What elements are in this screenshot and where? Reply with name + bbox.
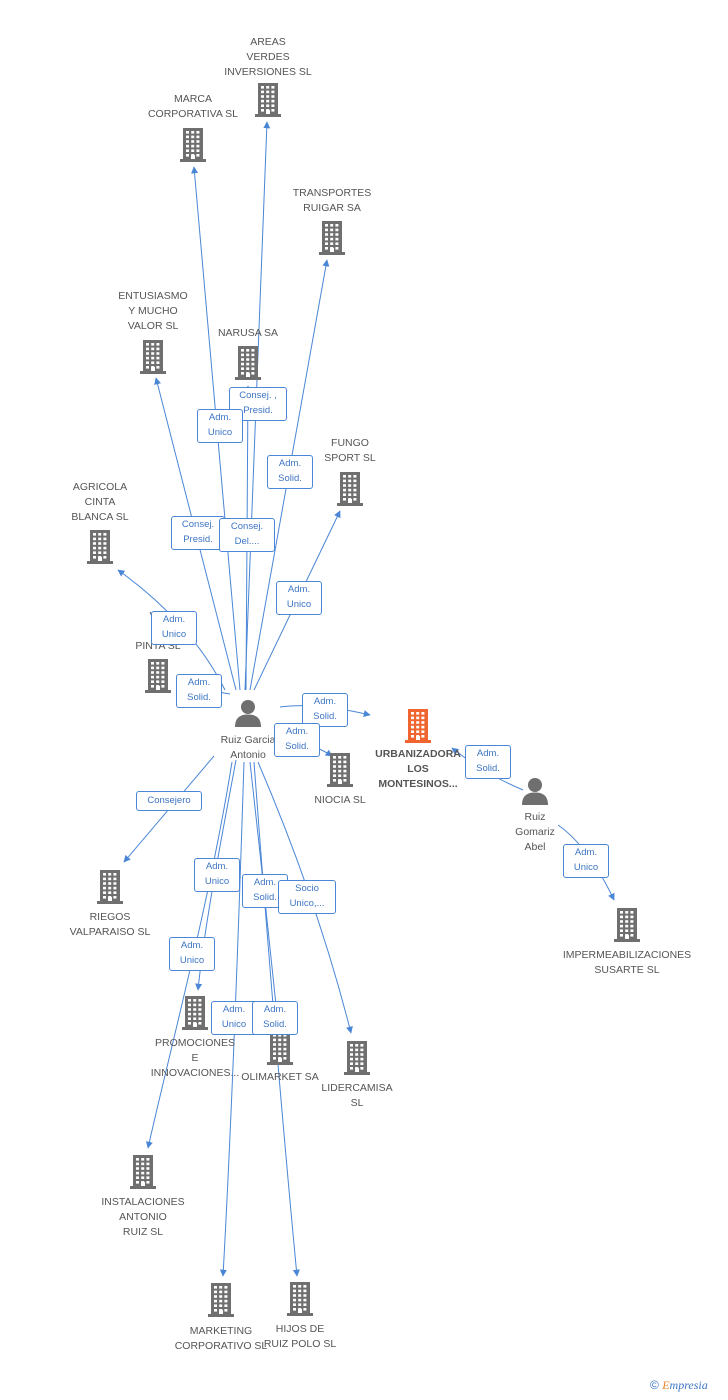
building-icon-olimarket[interactable] <box>267 1031 293 1070</box>
building-icon-narusa[interactable] <box>235 346 261 385</box>
node-label-text: LIDERCAMISA SL <box>321 1082 393 1109</box>
node-label-text: PROMOCIONES E INNOVACIONES... <box>150 1037 240 1079</box>
node-label-narusa[interactable]: NARUSA SA <box>178 326 318 341</box>
building-icon-marketing[interactable] <box>208 1283 234 1322</box>
relation-label-promociones[interactable]: Adm. Unico <box>194 858 240 892</box>
node-label-hijos[interactable]: HIJOS DE RUIZ POLO SL <box>230 1322 370 1352</box>
node-label-text: OLIMARKET SA <box>241 1071 319 1083</box>
person-icon <box>235 700 261 727</box>
node-label-riegos[interactable]: RIEGOS VALPARAISO SL <box>40 910 180 940</box>
node-label-urbanizadora[interactable]: URBANIZADORA LOS MONTESINOS... <box>348 747 488 792</box>
relation-label-marketing[interactable]: Adm. Unico <box>211 1001 257 1035</box>
building-icon-viva[interactable] <box>145 659 171 698</box>
person-icon-ruizgomariz[interactable] <box>521 777 549 810</box>
building-icon-hijos[interactable] <box>287 1282 313 1321</box>
building-icon <box>337 472 363 506</box>
building-icon-transportes[interactable] <box>319 221 345 260</box>
building-icon <box>327 753 353 787</box>
building-icon-fungo[interactable] <box>337 472 363 511</box>
building-icon-lidercamisa[interactable] <box>344 1041 370 1080</box>
node-label-text: ENTUSIASMO Y MUCHO VALOR SL <box>118 290 188 332</box>
building-icon-marca[interactable] <box>180 128 206 167</box>
building-icon-promociones[interactable] <box>182 996 208 1035</box>
building-icon <box>344 1041 370 1075</box>
node-label-text: Ruiz Gomariz Abel <box>515 811 555 853</box>
relation-label-fungo[interactable]: Adm. Unico <box>276 581 322 615</box>
node-label-promociones[interactable]: PROMOCIONES E INNOVACIONES... <box>125 1036 265 1081</box>
building-icon <box>614 908 640 942</box>
building-icon <box>97 870 123 904</box>
node-label-fungo[interactable]: FUNGO SPORT SL <box>280 436 420 466</box>
node-label-text: INSTALACIONES ANTONIO RUIZ SL <box>101 1196 185 1238</box>
node-label-text: Ruiz Garcia Antonio <box>220 734 276 761</box>
empresia-logo: Empresia <box>662 1378 708 1392</box>
person-icon <box>522 778 548 805</box>
building-icon-agricola[interactable] <box>87 530 113 569</box>
node-label-text: IMPERMEABILIZACIONES SUSARTE SL <box>562 949 692 976</box>
building-icon <box>255 83 281 117</box>
relation-label-riegos[interactable]: Consejero <box>136 791 202 811</box>
relation-label-lidercamisa[interactable]: Socio Unico,... <box>278 880 336 914</box>
building-icon <box>140 340 166 374</box>
building-icon <box>287 1282 313 1316</box>
relation-label-imper[interactable]: Adm. Unico <box>563 844 609 878</box>
building-icon-riegos[interactable] <box>97 870 123 909</box>
building-icon-imper[interactable] <box>614 908 640 947</box>
node-label-entusiasmo[interactable]: ENTUSIASMO Y MUCHO VALOR SL <box>83 289 223 334</box>
node-label-text: MARCA CORPORATIVA SL <box>147 93 239 120</box>
relation-label-transportes[interactable]: Adm. Solid. <box>267 455 313 489</box>
node-label-text: AREAS VERDES INVERSIONES SL <box>224 36 312 78</box>
building-icon <box>182 996 208 1030</box>
node-label-text: MARKETING CORPORATIVO SL <box>174 1325 268 1352</box>
node-label-text: URBANIZADORA LOS MONTESINOS... <box>375 748 461 790</box>
building-icon <box>130 1155 156 1189</box>
building-icon <box>267 1031 293 1065</box>
node-label-marketing[interactable]: MARKETING CORPORATIVO SL <box>151 1324 291 1354</box>
relation-label-instalaciones[interactable]: Adm. Unico <box>169 937 215 971</box>
node-label-marca[interactable]: MARCA CORPORATIVA SL <box>123 92 263 122</box>
node-label-imper[interactable]: IMPERMEABILIZACIONES SUSARTE SL <box>557 948 697 978</box>
node-label-text: TRANSPORTES RUIGAR SA <box>292 187 372 214</box>
copyright-symbol: © <box>650 1378 659 1392</box>
node-label-text: NARUSA SA <box>217 327 279 339</box>
relation-label-hijos[interactable]: Adm. Solid. <box>252 1001 298 1035</box>
relation-label-niocia[interactable]: Adm. Solid. <box>274 723 320 757</box>
building-icon-entusiasmo[interactable] <box>140 340 166 379</box>
building-icon <box>208 1283 234 1317</box>
building-icon <box>145 659 171 693</box>
relation-label-viva[interactable]: Adm. Solid. <box>176 674 222 708</box>
building-icon <box>235 346 261 380</box>
building-icon <box>319 221 345 255</box>
edge-ruizgarcia-to-marketing <box>219 761 245 1277</box>
node-label-instalaciones[interactable]: INSTALACIONES ANTONIO RUIZ SL <box>73 1195 213 1240</box>
person-icon-ruizgarcia[interactable] <box>234 699 262 732</box>
node-label-text: RIEGOS VALPARAISO SL <box>69 911 151 938</box>
relation-label-agricola[interactable]: Adm. Unico <box>151 611 197 645</box>
building-icon <box>87 530 113 564</box>
node-label-transportes[interactable]: TRANSPORTES RUIGAR SA <box>262 186 402 216</box>
node-label-ruizgarcia[interactable]: Ruiz Garcia Antonio <box>178 733 318 763</box>
node-label-ruizgomariz[interactable]: Ruiz Gomariz Abel <box>465 810 605 855</box>
relation-label-urbanizadora[interactable]: Adm. Solid. <box>465 745 511 779</box>
building-icon-urbanizadora[interactable] <box>405 709 431 748</box>
node-label-areas[interactable]: AREAS VERDES INVERSIONES SL <box>198 35 338 80</box>
building-icon <box>405 709 431 743</box>
node-label-text: HIJOS DE RUIZ POLO SL <box>263 1323 337 1350</box>
node-label-niocia[interactable]: NIOCIA SL <box>270 793 410 808</box>
footer-brand: © Empresia <box>650 1378 708 1393</box>
node-label-olimarket[interactable]: OLIMARKET SA <box>210 1070 350 1085</box>
building-icon <box>180 128 206 162</box>
node-label-text: FUNGO SPORT SL <box>324 437 376 464</box>
node-label-agricola[interactable]: AGRICOLA CINTA BLANCA SL <box>30 480 170 525</box>
building-icon-niocia[interactable] <box>327 753 353 792</box>
relation-label-narusa[interactable]: Consej. Del.... <box>219 518 275 552</box>
relation-label-marca[interactable]: Adm. Unico <box>197 409 243 443</box>
node-label-lidercamisa[interactable]: LIDERCAMISA SL <box>287 1081 427 1111</box>
building-icon-areas[interactable] <box>255 83 281 122</box>
node-label-text: AGRICOLA CINTA BLANCA SL <box>71 481 129 523</box>
building-icon-instalaciones[interactable] <box>130 1155 156 1194</box>
relation-label-entusiasmo[interactable]: Consej. Presid. <box>171 516 225 550</box>
node-label-text: NIOCIA SL <box>314 794 366 806</box>
relation-label-urbanizadora[interactable]: Adm. Solid. <box>302 693 348 727</box>
